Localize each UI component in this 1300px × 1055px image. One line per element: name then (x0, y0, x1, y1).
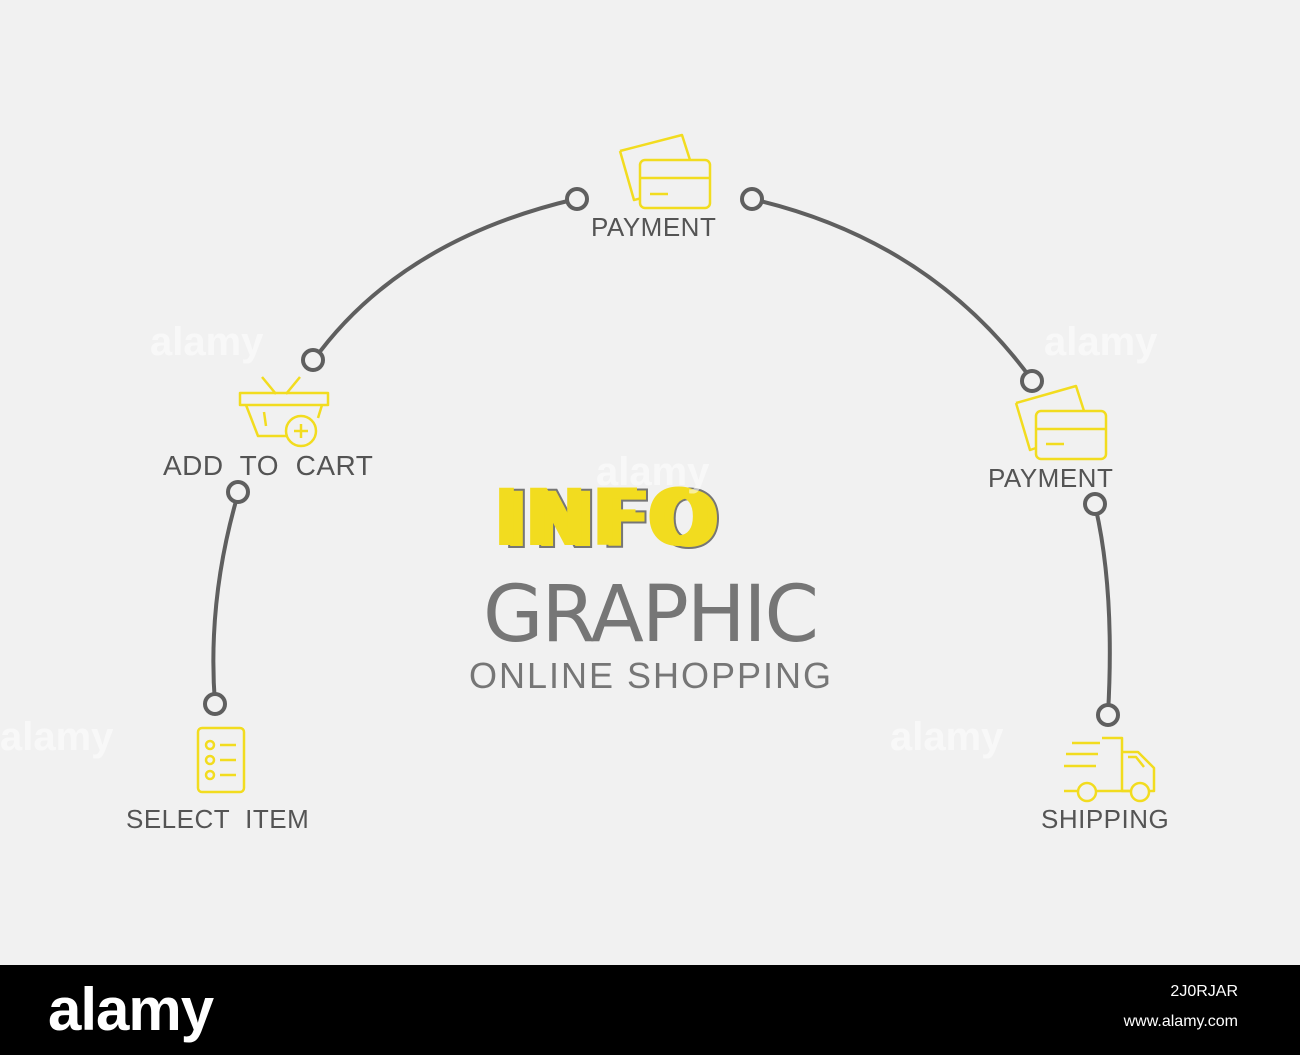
title-info: INFO (492, 474, 714, 564)
step-label-select-item: SELECT ITEM (126, 804, 310, 834)
title-subtitle: ONLINE SHOPPING (468, 655, 834, 696)
node-payment-top-left (565, 187, 589, 211)
infographic-canvas: INFO INFO alamy alamy alamy alamy alamy … (0, 133, 1170, 834)
arc-segment-4 (1093, 503, 1112, 716)
footer-image-id: 2J0RJAR (1170, 983, 1238, 1000)
step-label-payment-top: PAYMENT (591, 212, 717, 242)
title-info-art: INFO INFO (492, 474, 724, 567)
title-info-shadow: INFO (502, 476, 724, 566)
node-payment-top-right (740, 187, 764, 211)
watermark: alamy (0, 715, 114, 759)
process-arc: INFO INFO (196, 133, 1156, 803)
watermark: alamy (150, 320, 264, 364)
node-payment-right-lower (1083, 492, 1107, 516)
title-graphic: GRAPHIC (483, 570, 819, 660)
node-payment-right-upper (1020, 369, 1044, 393)
arc-segment-2 (311, 197, 578, 363)
watermark: alamy (890, 715, 1004, 759)
footer-bar: alamy 2J0RJAR www.alamy.com (0, 965, 1300, 1055)
node-shipping (1096, 703, 1120, 727)
footer-url: www.alamy.com (1123, 1013, 1238, 1030)
arc-segment-3 (750, 197, 1034, 382)
basket-add-icon (238, 376, 330, 448)
step-label-payment-right: PAYMENT (988, 463, 1114, 493)
node-add-to-cart-upper (301, 348, 325, 372)
credit-card-icon-top (618, 133, 712, 210)
checklist-icon (196, 726, 246, 794)
footer-logo: alamy (48, 976, 214, 1043)
node-add-to-cart-lower (226, 480, 250, 504)
credit-card-icon-right (1014, 384, 1108, 461)
node-select-item (203, 692, 227, 716)
step-label-add-to-cart: ADD TO CART (163, 450, 374, 481)
arc-segment-1 (211, 492, 240, 706)
delivery-truck-icon (1064, 736, 1156, 803)
step-label-shipping: SHIPPING (1041, 804, 1170, 834)
watermark: alamy (1044, 320, 1158, 364)
watermark: alamy (596, 450, 710, 494)
